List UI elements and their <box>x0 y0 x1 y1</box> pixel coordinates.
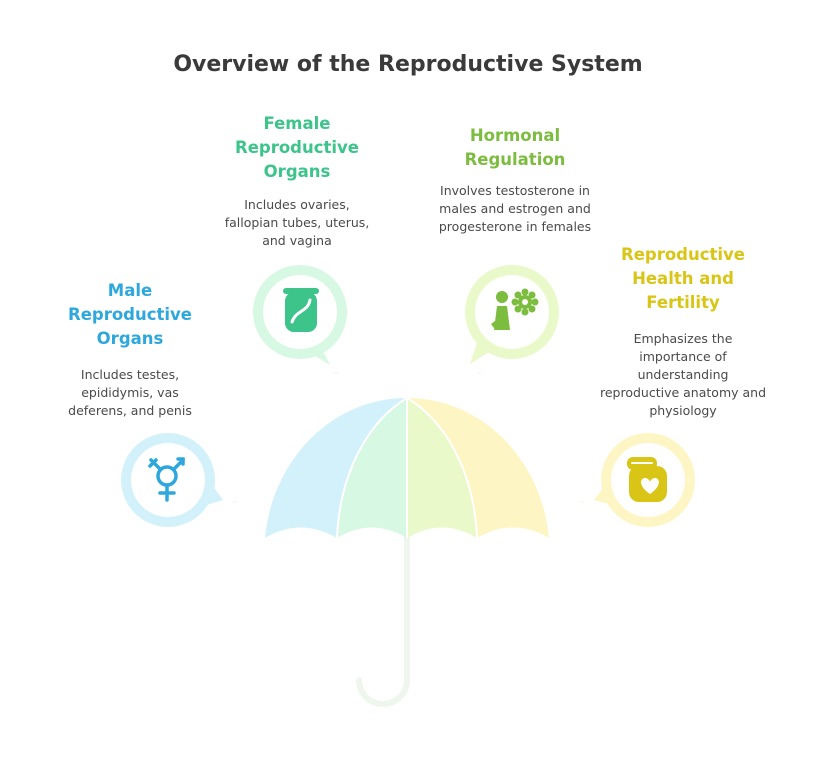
female-bubble-tick: ‘‘ <box>333 371 338 380</box>
female-organs-description: Includes ovaries, fallopian tubes, uteru… <box>224 197 370 248</box>
health-fertility-description: Emphasizes the importance of understandi… <box>599 331 767 418</box>
health-bubble <box>594 433 695 527</box>
page-title: Overview of the Reproductive System <box>173 52 643 77</box>
pregnancy-heart-icon <box>627 457 667 502</box>
umbrella-segment-blue <box>265 398 407 538</box>
hormonal-bubble <box>465 265 559 364</box>
hormonal-bubble-tick: ‘‘ <box>478 371 483 380</box>
umbrella-segment-teal <box>337 398 407 538</box>
hormonal-regulation-description: Involves testosterone in males and estro… <box>438 183 592 234</box>
health-fertility-heading: Reproductive Health and Fertility <box>620 245 745 312</box>
umbrella-rib-left <box>336 397 408 539</box>
umbrella-rib-right <box>406 397 478 539</box>
person-gear-icon <box>491 288 539 330</box>
male-bubble-tick: ‘‘ <box>232 500 237 509</box>
male-organs-description: Includes testes, epididymis, vas deferen… <box>68 367 192 418</box>
hormonal-regulation-heading: Hormonal Regulation <box>464 126 566 169</box>
male-organs-heading: Male Reproductive Organs <box>67 281 192 348</box>
female-organs-heading: Female Reproductive Organs <box>234 114 359 181</box>
uterus-icon <box>283 288 319 332</box>
umbrella-handle <box>356 532 410 707</box>
male-bubble <box>121 433 223 527</box>
gender-symbol-icon <box>148 457 185 502</box>
umbrella-segment-green <box>407 398 477 538</box>
health-bubble-tick: ‘‘ <box>579 500 584 509</box>
female-bubble <box>253 265 347 365</box>
umbrella-segment-yellow <box>407 398 549 538</box>
